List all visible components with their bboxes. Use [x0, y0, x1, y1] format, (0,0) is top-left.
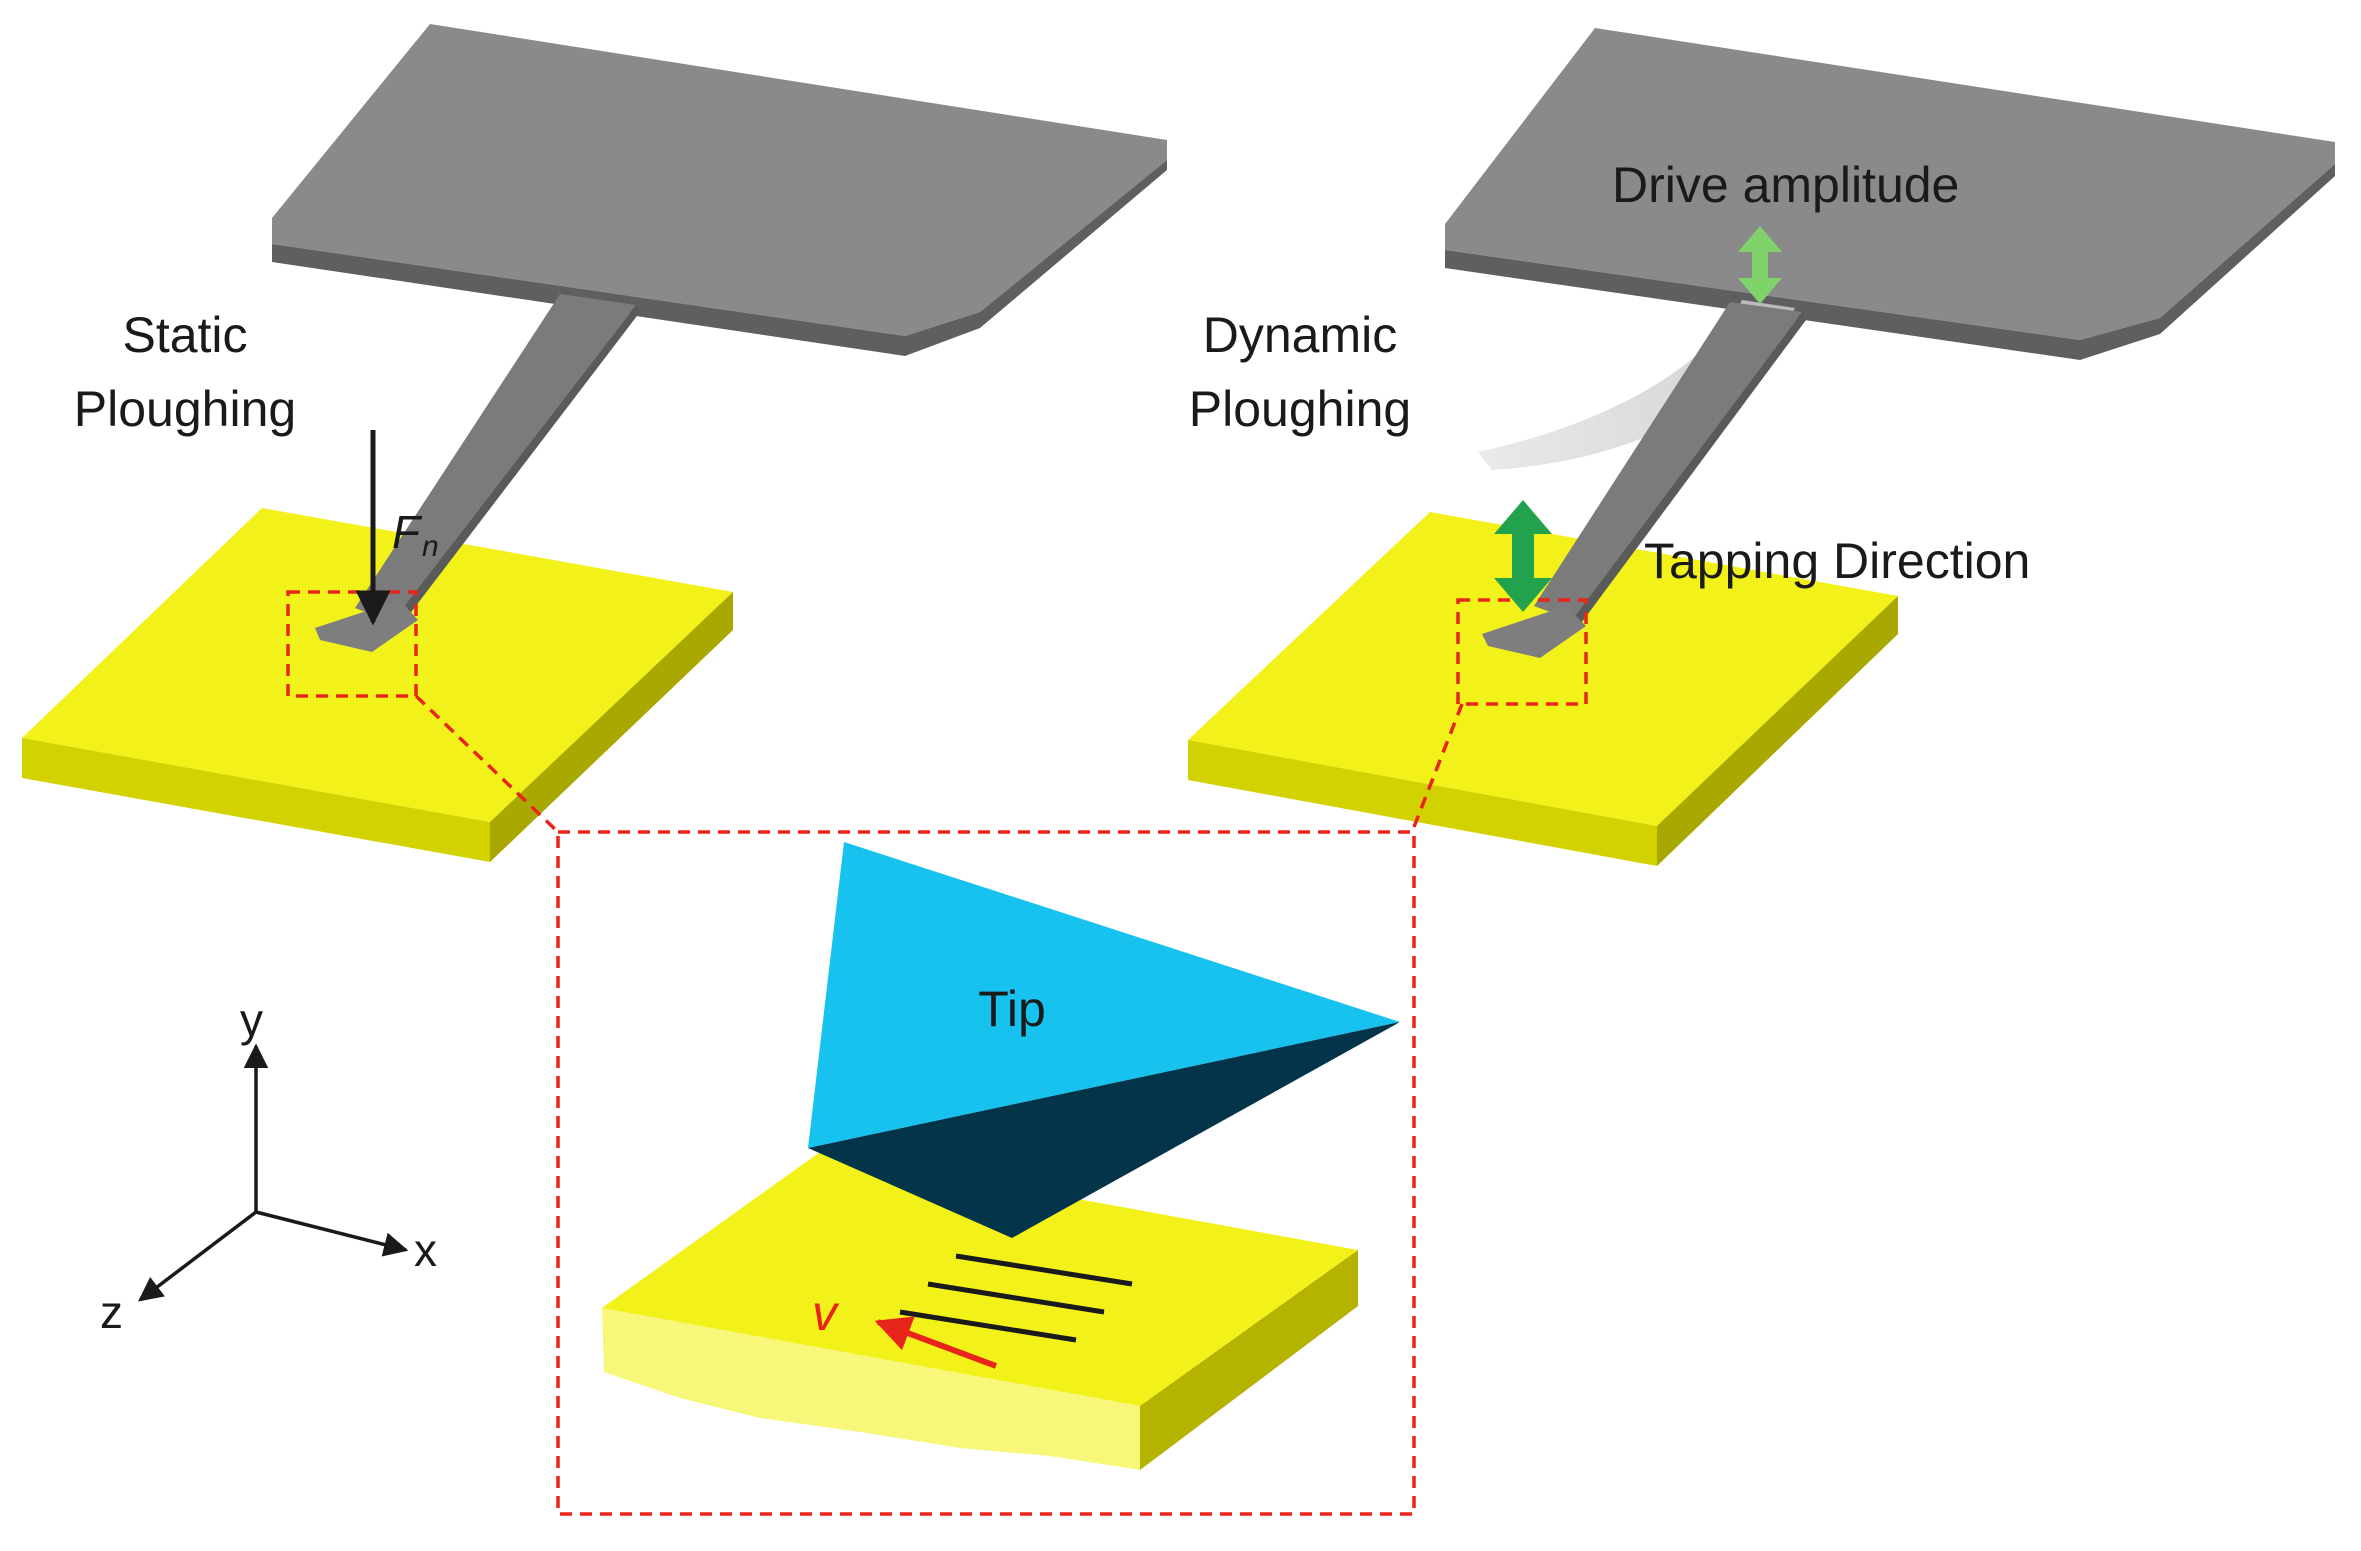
coordinate-axes: y x z	[100, 994, 437, 1338]
static-label-line2: Ploughing	[74, 381, 296, 437]
static-cantilever-plate	[272, 24, 1167, 356]
static-plate-edge	[272, 160, 1167, 356]
static-sample-side	[490, 592, 733, 862]
zoom-sample-top	[602, 1152, 1358, 1406]
dynamic-plate-edge	[1445, 164, 2335, 360]
dynamic-label-line2: Ploughing	[1189, 381, 1411, 437]
tapping-double-arrow	[1494, 500, 1552, 612]
dynamic-ploughing-group: Drive amplitude Dynamic Ploughing Tappin…	[1188, 28, 2335, 866]
static-sample-block	[22, 508, 733, 862]
zoom-detail-frame	[556, 830, 1416, 1516]
groove-line-3	[899, 1309, 1077, 1343]
dynamic-plate-top	[1445, 28, 2335, 340]
static-sample-top	[22, 508, 733, 822]
axis-y-label: y	[240, 994, 263, 1046]
dynamic-sample-top	[1188, 512, 1898, 826]
tapping-direction-label: Tapping Direction	[1644, 533, 2030, 589]
dynamic-label-line1: Dynamic	[1203, 307, 1397, 363]
tip-light-face	[808, 842, 1400, 1148]
tip-dark-face	[808, 1022, 1400, 1238]
velocity-arrow	[874, 1316, 998, 1369]
axis-z-label: z	[100, 1286, 123, 1338]
zoom-connector-left	[414, 694, 560, 834]
dynamic-sample-side	[1657, 596, 1898, 866]
static-ploughing-group: Static Ploughing F n	[22, 24, 1167, 862]
drive-amplitude-label: Drive amplitude	[1612, 157, 1959, 213]
groove-line-2	[927, 1281, 1105, 1315]
dynamic-cantilever-arm	[1534, 302, 1802, 620]
dynamic-sample-block	[1188, 512, 1898, 866]
dynamic-cantilever-plate	[1445, 28, 2335, 360]
static-cantilever-arm-edge	[392, 305, 640, 632]
static-label-line1: Static	[122, 307, 247, 363]
static-zoom-box	[286, 590, 418, 698]
force-label-subscript: n	[422, 530, 439, 563]
axis-x-label: x	[414, 1224, 437, 1276]
velocity-label: v	[812, 1285, 840, 1341]
zoom-sample-front	[602, 1308, 1140, 1470]
groove-line-1	[955, 1253, 1133, 1287]
zoom-connector-right	[1410, 703, 1464, 833]
dynamic-cantilever-arm-edge	[1572, 312, 1806, 630]
static-tip-pad	[315, 600, 418, 652]
force-label: F	[392, 506, 423, 558]
static-sample-front	[22, 738, 490, 862]
axis-z-line	[138, 1210, 258, 1302]
zoom-detail-group: Tip v	[556, 830, 1416, 1516]
static-cantilever-arm	[355, 294, 636, 622]
dynamic-tip-pad	[1482, 606, 1586, 658]
zoom-sample-side	[1140, 1250, 1358, 1470]
tip-label: Tip	[978, 981, 1046, 1037]
axis-x-line	[255, 1210, 409, 1257]
static-plate-top	[272, 24, 1167, 336]
drive-amplitude-double-arrow	[1738, 226, 1782, 304]
